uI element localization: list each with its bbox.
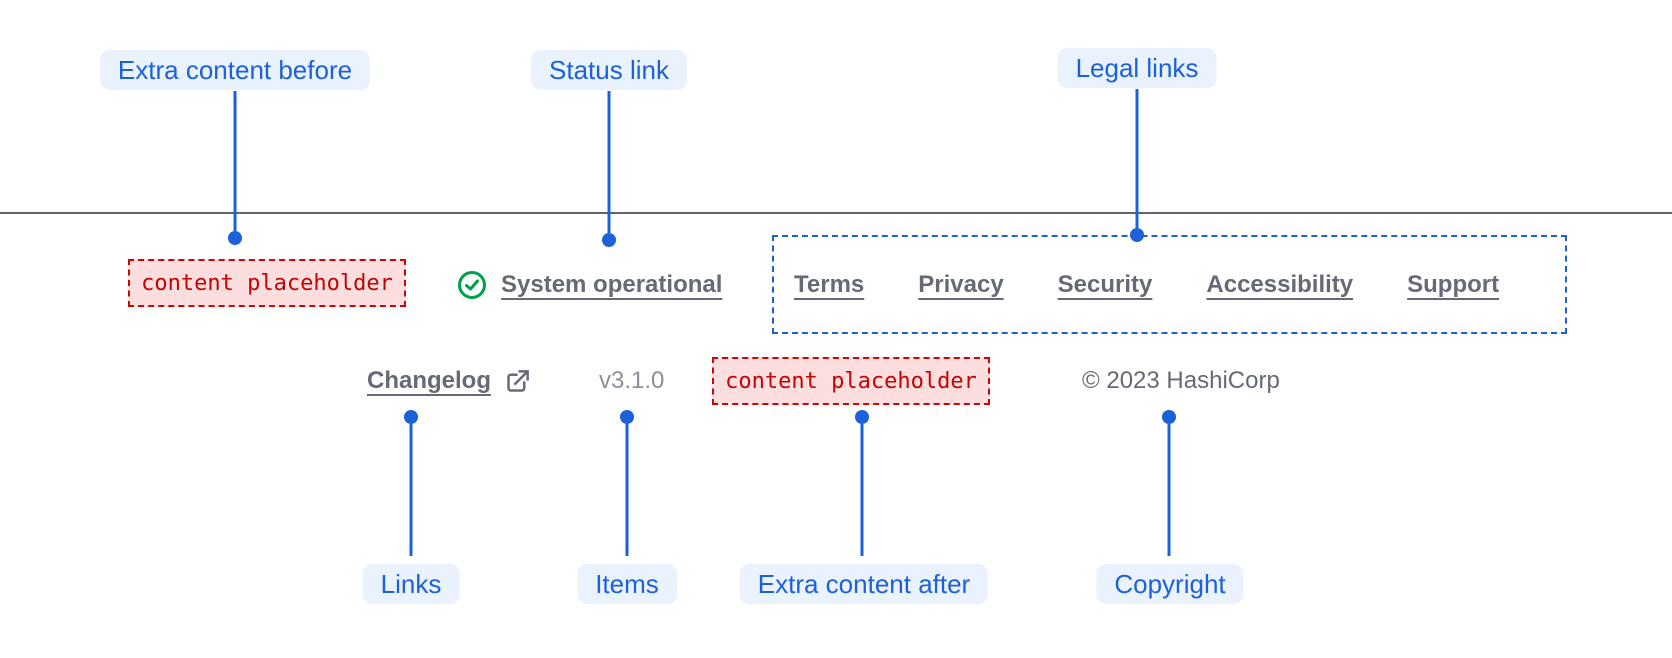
extra-content-after-placeholder: content placeholder	[712, 357, 990, 405]
version-text: v3.1.0	[599, 367, 665, 394]
callout-label: Copyright	[1096, 564, 1244, 604]
callout-line	[1135, 89, 1139, 228]
legal-link-accessibility[interactable]: Accessibility	[1206, 270, 1354, 298]
callout-dot	[1162, 410, 1176, 424]
callout-line	[625, 424, 629, 556]
legal-link-terms[interactable]: Terms	[794, 270, 865, 298]
legal-link-privacy[interactable]: Privacy	[918, 270, 1004, 298]
callout-label: Extra content after	[739, 564, 989, 604]
extra-content-before-placeholder: content placeholder	[128, 259, 406, 307]
copyright-text: © 2023 HashiCorp	[1082, 367, 1280, 394]
callout-dot	[855, 410, 869, 424]
callout-line	[1167, 424, 1171, 556]
changelog-link-label: Changelog	[367, 367, 491, 394]
callout-dot	[602, 233, 616, 247]
placeholder-text: content placeholder	[141, 270, 393, 296]
callout-dot	[228, 231, 242, 245]
callout-dot	[404, 410, 418, 424]
callout-line	[409, 424, 413, 556]
legal-links-region: Terms Privacy Security Accessibility Sup…	[772, 235, 1567, 334]
callout-dot	[620, 410, 634, 424]
changelog-link[interactable]: Changelog	[367, 360, 531, 402]
status-link-label: System operational	[501, 271, 723, 298]
callout-label: Status link	[531, 50, 687, 90]
callout-label: Legal links	[1057, 48, 1217, 88]
callout-line	[607, 91, 611, 233]
legal-link-security[interactable]: Security	[1057, 270, 1153, 298]
callout-label: Links	[362, 564, 460, 604]
check-circle-icon	[457, 270, 487, 300]
callout-line	[860, 424, 864, 556]
callout-label: Items	[577, 564, 677, 604]
placeholder-text: content placeholder	[725, 368, 977, 394]
status-link[interactable]: System operational	[457, 264, 722, 306]
callout-line	[233, 91, 237, 231]
external-link-icon	[504, 368, 531, 395]
footer-top-divider	[0, 212, 1672, 214]
callout-label: Extra content before	[99, 50, 371, 90]
legal-link-support[interactable]: Support	[1407, 270, 1500, 298]
